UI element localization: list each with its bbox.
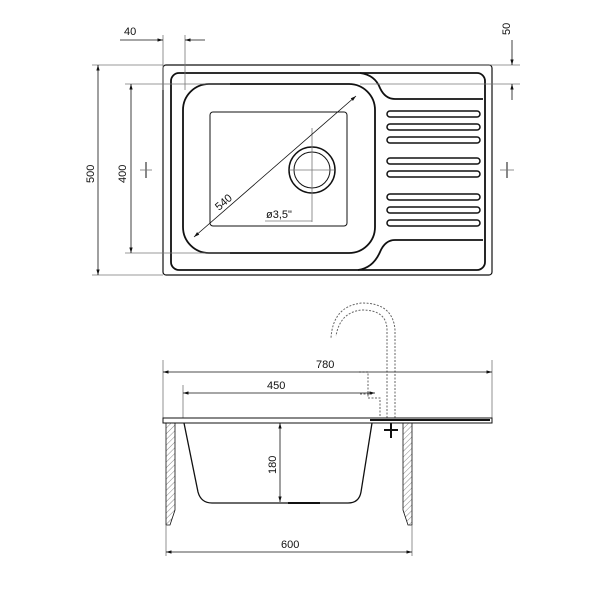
cabinet-wall-right (402, 422, 413, 526)
dim-450: 450 (267, 380, 285, 392)
dim-180: 180 (267, 456, 279, 474)
side-view: 780 450 180 600 (162, 302, 493, 556)
faucet (330, 302, 396, 418)
dim-40: 40 (124, 26, 136, 38)
bowl-outer (182, 83, 376, 254)
rim (170, 72, 486, 271)
dim-500: 500 (85, 165, 97, 183)
drainboard-edge (357, 72, 483, 271)
dim-400: 400 (117, 165, 129, 183)
cabinet-wall-left (165, 422, 176, 526)
countertop (162, 417, 493, 424)
dim-540: 540 (213, 192, 235, 213)
dim-drain: ø3,5" (266, 209, 292, 221)
bowl-profile (183, 422, 373, 504)
valve-icon (384, 423, 398, 438)
drain-icon (265, 128, 336, 222)
dim-50: 50 (501, 23, 513, 35)
drainboard-ridges (386, 110, 481, 227)
top-view: 40 50 500 400 540 ø3,5" (85, 23, 520, 276)
dim-600: 600 (281, 539, 299, 551)
sink-outline (162, 64, 493, 276)
dim-780: 780 (316, 359, 334, 371)
